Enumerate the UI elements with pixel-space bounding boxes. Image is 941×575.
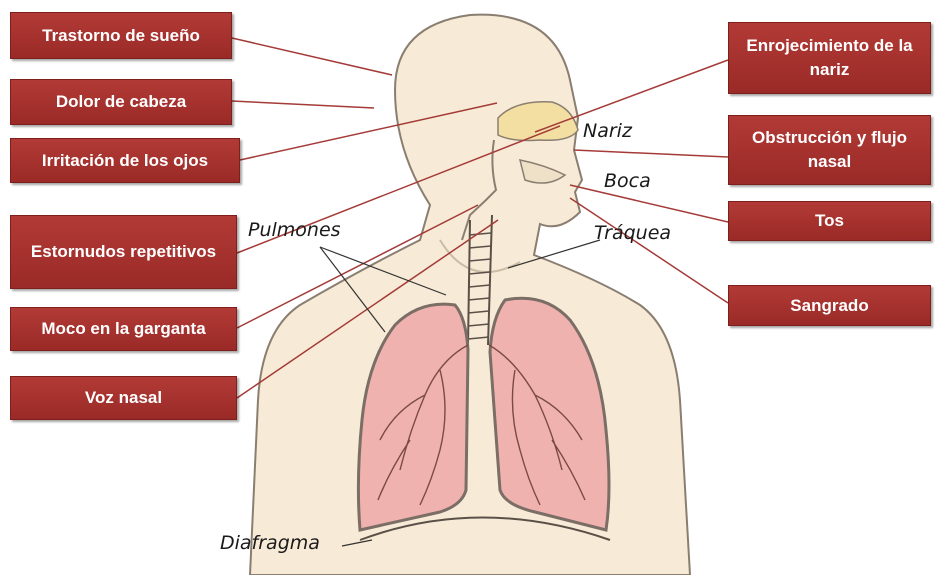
symptom-irritacion-ojos: Irritación de los ojos xyxy=(10,138,240,183)
label-boca: Boca xyxy=(604,170,651,192)
label-nariz: Nariz xyxy=(583,120,632,142)
symptom-sangrado: Sangrado xyxy=(728,285,931,326)
symptom-obstruccion-flujo: Obstrucción y flujo nasal xyxy=(728,115,931,185)
symptom-tos: Tos xyxy=(728,201,931,241)
label-pulmones: Pulmones xyxy=(248,219,341,241)
symptom-dolor-de-cabeza: Dolor de cabeza xyxy=(10,79,232,125)
symptom-moco-garganta: Moco en la garganta xyxy=(10,307,237,351)
symptom-enrojecimiento-nariz: Enrojecimiento de la nariz xyxy=(728,22,931,94)
symptom-estornudos: Estornudos repetitivos xyxy=(10,215,237,289)
label-diafragma: Diafragma xyxy=(220,532,320,554)
label-traquea: Tráquea xyxy=(594,222,671,244)
symptom-voz-nasal: Voz nasal xyxy=(10,376,237,420)
symptom-trastorno-de-sueno: Trastorno de sueño xyxy=(10,12,232,59)
